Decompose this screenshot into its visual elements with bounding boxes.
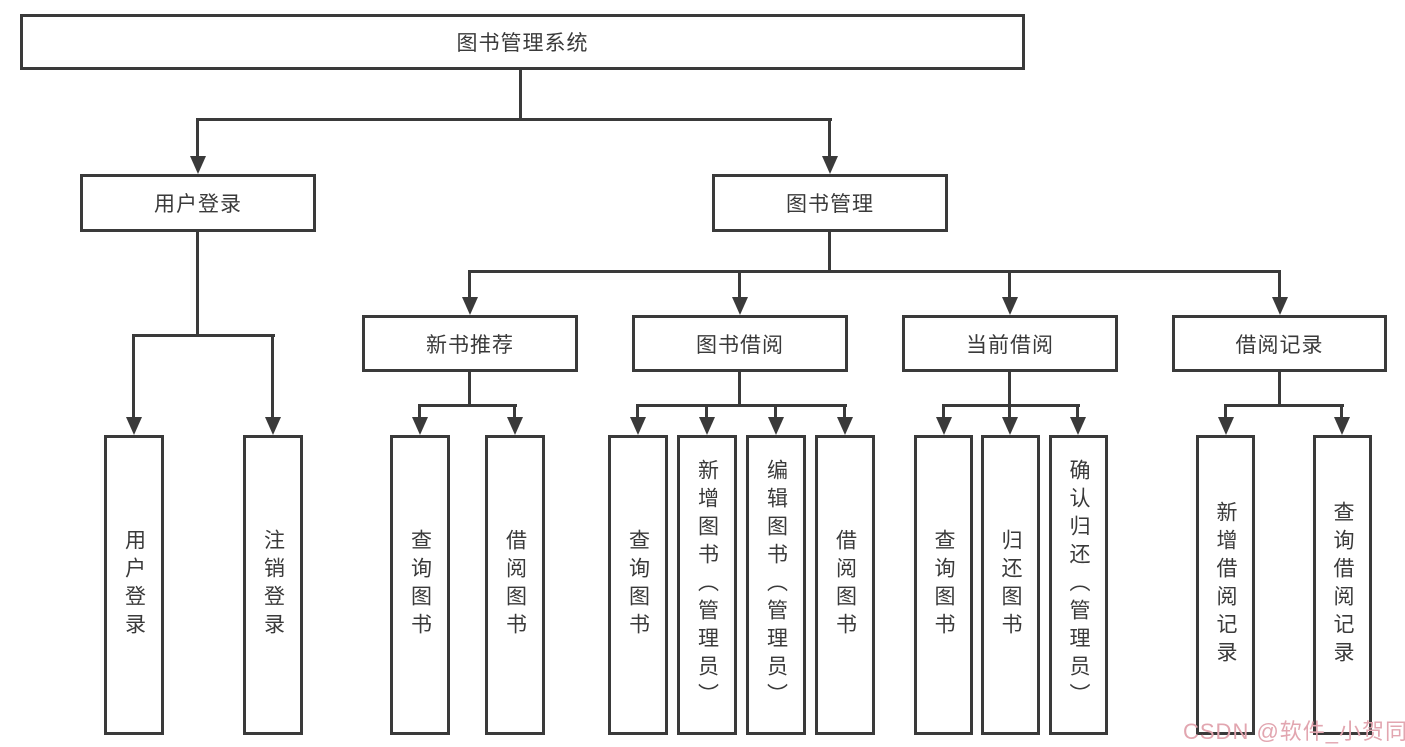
connector-drop-new-book bbox=[468, 270, 471, 299]
node-label: 图书管理 bbox=[786, 193, 874, 216]
connector-records-stub bbox=[1278, 370, 1281, 406]
node-new-book-recommendation: 新书推荐 bbox=[362, 315, 578, 372]
connector-drop-borrow-books-1 bbox=[513, 404, 516, 419]
connector-current-hline bbox=[942, 404, 1080, 407]
connector-borrowing-stub bbox=[738, 370, 741, 406]
arrow-down-icon bbox=[265, 417, 281, 435]
node-label: 用户登录 bbox=[154, 193, 242, 216]
connector-drop-add-record bbox=[1224, 404, 1227, 419]
connector-drop-logout-leaf bbox=[271, 334, 274, 419]
connector-drop-user-login-leaf bbox=[132, 334, 135, 419]
node-borrow-books-borrowing: 借阅图书 bbox=[815, 435, 875, 735]
node-current-borrowing: 当前借阅 bbox=[902, 315, 1118, 372]
node-label: 新增借阅记录 bbox=[1214, 501, 1237, 669]
watermark: CSDN @软件_小贺同学 bbox=[1183, 719, 1405, 744]
node-borrowing-records: 借阅记录 bbox=[1172, 315, 1387, 372]
node-logout: 注销登录 bbox=[243, 435, 303, 735]
node-label: 查询图书 bbox=[626, 529, 650, 641]
node-label: 新增图书（管理员） bbox=[695, 459, 719, 711]
node-add-book-admin: 新增图书（管理员） bbox=[677, 435, 737, 735]
node-add-borrow-record: 新增借阅记录 bbox=[1196, 435, 1255, 735]
arrow-down-icon bbox=[1002, 297, 1018, 315]
connector-records-hline bbox=[1224, 404, 1344, 407]
connector-current-stub bbox=[1008, 370, 1011, 406]
connector-root-hline bbox=[196, 118, 832, 121]
node-label: 用户登录 bbox=[122, 529, 146, 641]
node-label: 当前借阅 bbox=[966, 333, 1054, 357]
connector-drop-query-books-3 bbox=[942, 404, 945, 419]
node-label: 借阅记录 bbox=[1235, 333, 1324, 357]
connector-drop-add-book bbox=[705, 404, 708, 419]
node-label: 图书管理系统 bbox=[456, 32, 589, 55]
node-label: 归还图书 bbox=[999, 529, 1022, 641]
connector-drop-user-login bbox=[196, 118, 199, 158]
node-library-management-system: 图书管理系统 bbox=[20, 14, 1025, 70]
node-label: 查询图书 bbox=[932, 529, 955, 641]
node-book-management: 图书管理 bbox=[712, 174, 948, 232]
connector-drop-confirm-return bbox=[1076, 404, 1079, 419]
connector-drop-book-borrowing bbox=[738, 270, 741, 299]
connector-drop-return-book bbox=[1008, 404, 1011, 419]
connector-mgmt-stub bbox=[828, 230, 831, 272]
arrow-down-icon bbox=[768, 417, 784, 435]
node-query-books-borrowing: 查询图书 bbox=[608, 435, 668, 735]
connector-drop-edit-book bbox=[774, 404, 777, 419]
node-user-login: 用户登录 bbox=[104, 435, 164, 735]
node-label: 查询图书 bbox=[408, 529, 432, 641]
arrow-down-icon bbox=[1272, 297, 1288, 315]
node-query-books-current: 查询图书 bbox=[914, 435, 973, 735]
connector-drop-borrowing-records bbox=[1278, 270, 1281, 299]
arrow-down-icon bbox=[507, 417, 523, 435]
connector-drop-current-borrowing bbox=[1008, 270, 1011, 299]
arrow-down-icon bbox=[190, 156, 206, 174]
connector-root-stub bbox=[519, 68, 522, 120]
arrow-down-icon bbox=[412, 417, 428, 435]
node-label: 新书推荐 bbox=[426, 333, 514, 357]
arrow-down-icon bbox=[1070, 417, 1086, 435]
node-label: 确认归还（管理员） bbox=[1067, 459, 1090, 711]
connector-drop-book-management bbox=[828, 118, 831, 158]
connector-drop-borrow-books-2 bbox=[843, 404, 846, 419]
node-query-borrow-record: 查询借阅记录 bbox=[1313, 435, 1372, 735]
node-borrow-books-recommend: 借阅图书 bbox=[485, 435, 545, 735]
node-book-borrowing: 图书借阅 bbox=[632, 315, 848, 372]
arrow-down-icon bbox=[1334, 417, 1350, 435]
node-label: 图书借阅 bbox=[696, 333, 784, 357]
arrow-down-icon bbox=[699, 417, 715, 435]
connector-drop-query-books-1 bbox=[418, 404, 421, 419]
connector-login-stub bbox=[196, 230, 199, 336]
arrow-down-icon bbox=[1218, 417, 1234, 435]
node-label: 编辑图书（管理员） bbox=[764, 459, 788, 711]
connector-borrowing-hline bbox=[636, 404, 847, 407]
arrow-down-icon bbox=[732, 297, 748, 315]
arrow-down-icon bbox=[1002, 417, 1018, 435]
connector-newbook-stub bbox=[468, 370, 471, 406]
arrow-down-icon bbox=[630, 417, 646, 435]
node-label: 借阅图书 bbox=[503, 529, 527, 641]
node-return-book: 归还图书 bbox=[981, 435, 1040, 735]
arrow-down-icon bbox=[126, 417, 142, 435]
node-confirm-return-admin: 确认归还（管理员） bbox=[1049, 435, 1108, 735]
arrow-down-icon bbox=[837, 417, 853, 435]
connector-drop-query-books-2 bbox=[636, 404, 639, 419]
node-user-login-group: 用户登录 bbox=[80, 174, 316, 232]
arrow-down-icon bbox=[462, 297, 478, 315]
connector-mgmt-hline bbox=[468, 270, 1281, 273]
node-query-books-recommend: 查询图书 bbox=[390, 435, 450, 735]
connector-drop-query-record bbox=[1340, 404, 1343, 419]
arrow-down-icon bbox=[822, 156, 838, 174]
node-label: 查询借阅记录 bbox=[1331, 501, 1354, 669]
connector-login-hline bbox=[132, 334, 275, 337]
node-label: 借阅图书 bbox=[833, 529, 857, 641]
node-label: 注销登录 bbox=[261, 529, 285, 641]
connector-newbook-hline bbox=[418, 404, 517, 407]
arrow-down-icon bbox=[936, 417, 952, 435]
node-edit-book-admin: 编辑图书（管理员） bbox=[746, 435, 806, 735]
